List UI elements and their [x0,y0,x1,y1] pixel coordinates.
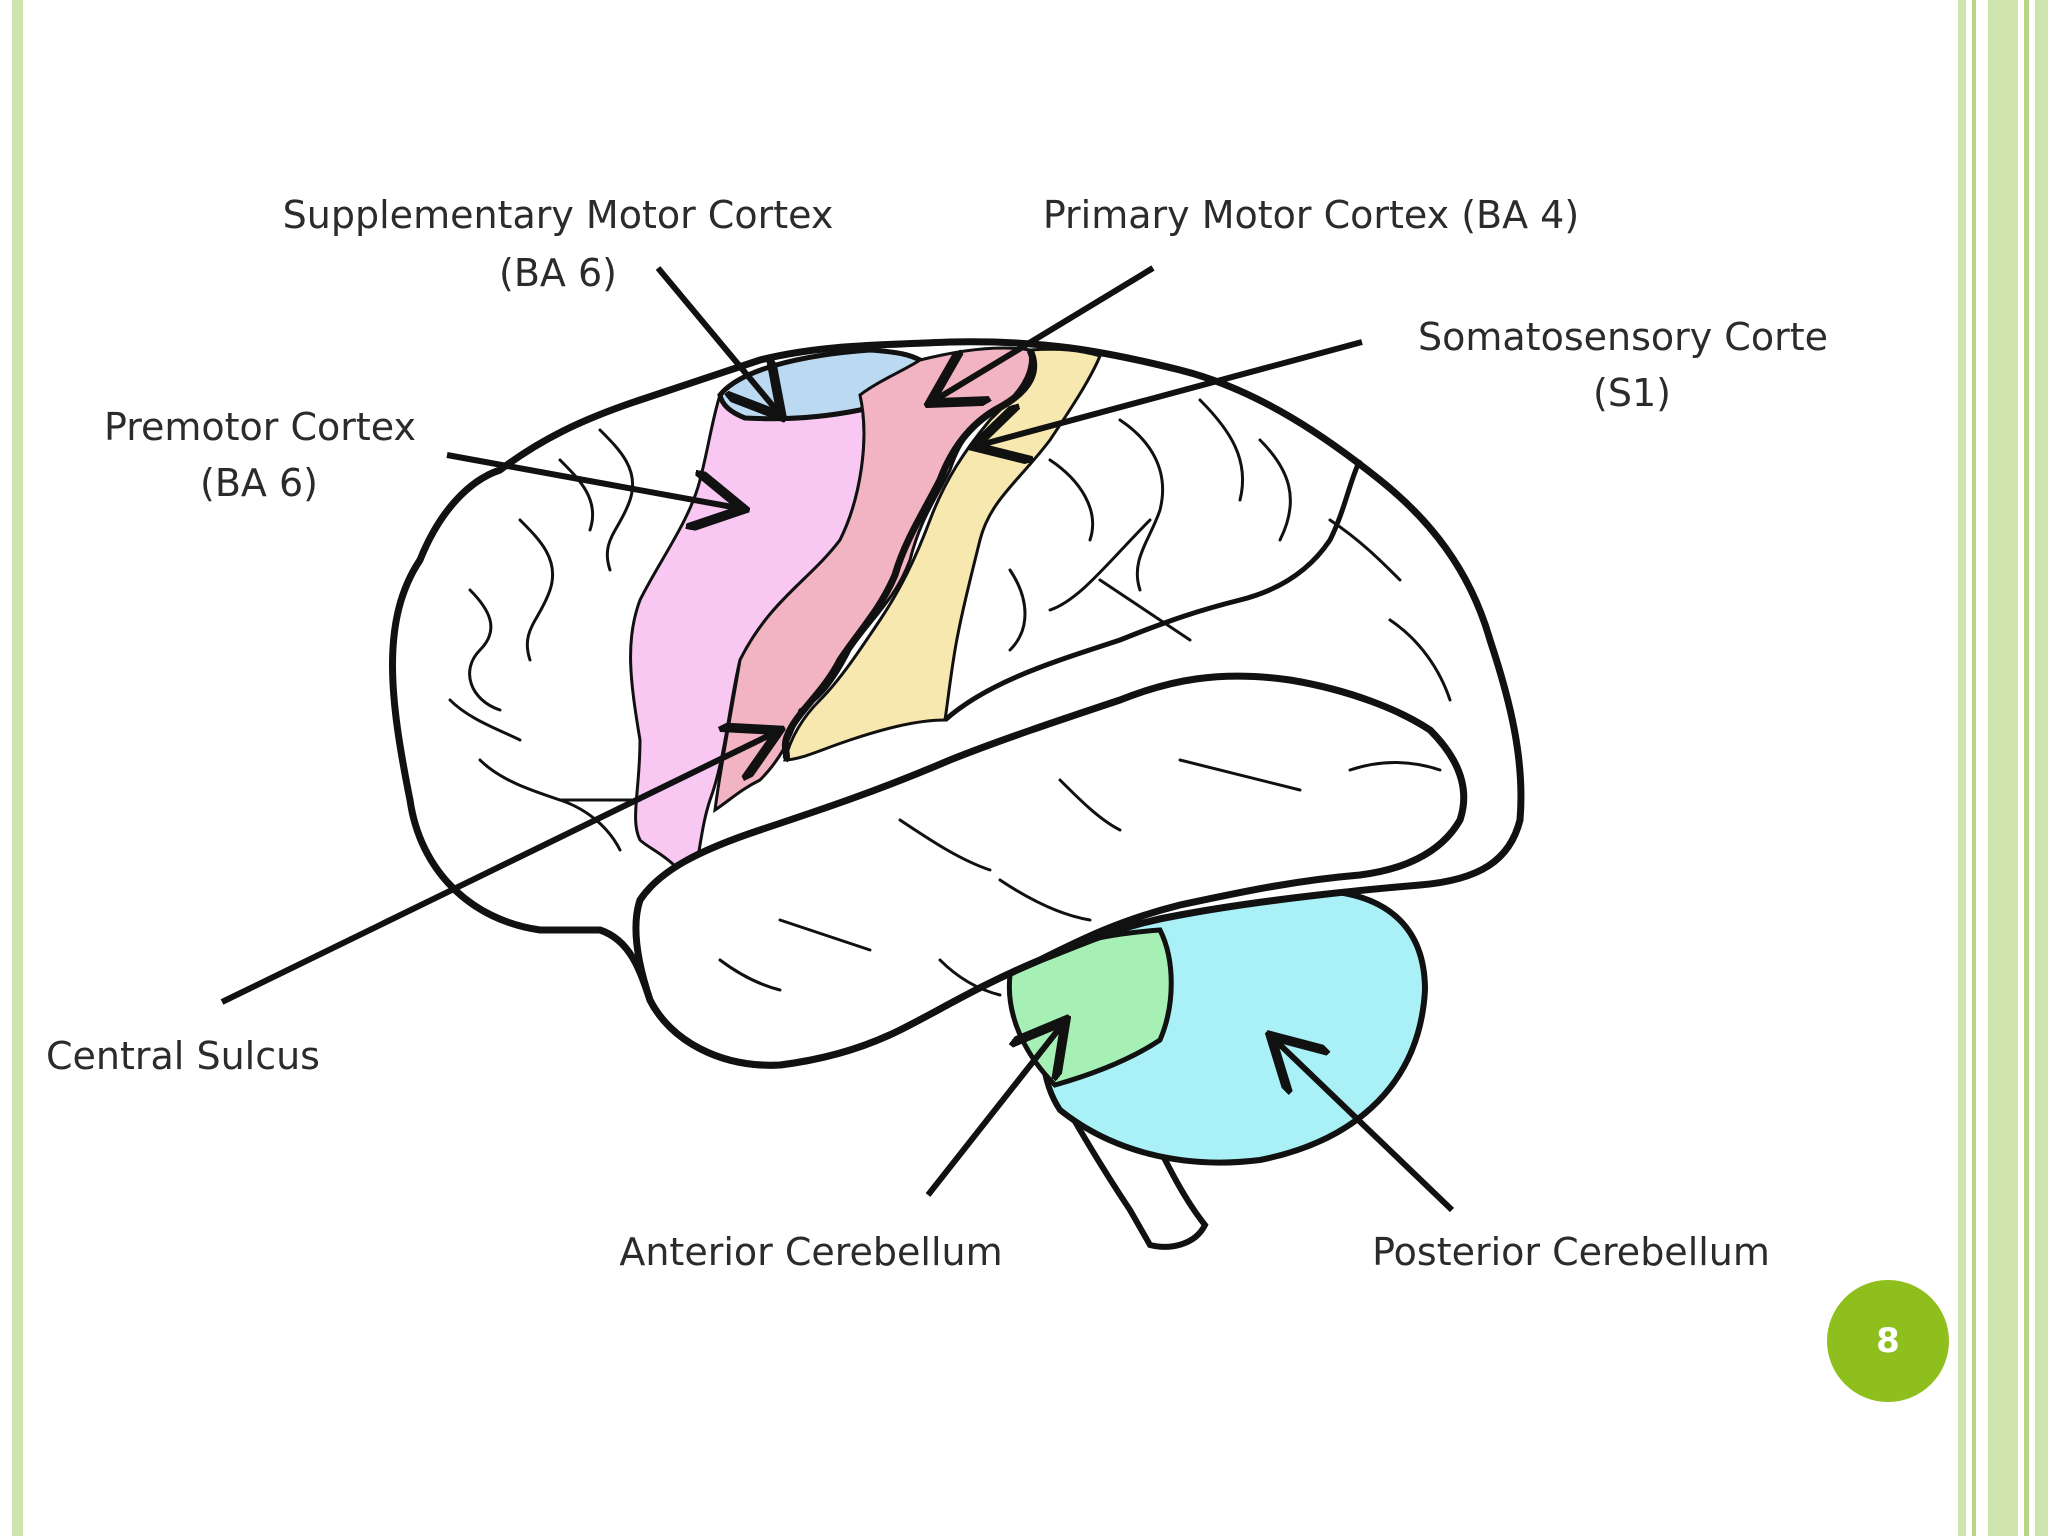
annotation-arrows [220,265,1455,1213]
arrow-central-sulcus [220,733,774,1005]
right-frame-bar [2024,0,2029,1536]
sulci-details [448,398,1452,997]
label-premotor-line1: Premotor Cortex [103,405,417,449]
label-primary-motor: Primary Motor Cortex (BA 4) [1042,193,1580,237]
arrow-premotor [446,452,738,508]
label-supplementary-motor-line1: Supplementary Motor Cortex [282,193,834,237]
label-supplementary-motor-line2: (BA 6) [499,251,617,295]
label-anterior-cerebellum: Anterior Cerebellum [619,1230,1003,1274]
right-frame-bar [2035,0,2048,1536]
right-frame-bar [1958,0,1966,1536]
arrow-primary-motor [935,265,1155,400]
label-somatosensory-line2: (S1) [1593,371,1671,415]
arrow-somatosensory [980,339,1363,445]
arrow-anterior-cerebellum [925,1025,1062,1197]
right-frame-bar [1988,0,2018,1536]
arrow-supplementary-motor [655,266,778,412]
label-premotor-line2: (BA 6) [200,461,318,505]
page-number-badge: 8 [1827,1280,1949,1402]
arrow-posterior-cerebellum [1275,1040,1455,1213]
right-frame-bar [1972,0,1976,1536]
label-somatosensory-line1: Somatosensory Corte [1417,315,1829,359]
label-posterior-cerebellum: Posterior Cerebellum [1372,1230,1770,1274]
label-central-sulcus: Central Sulcus [46,1034,320,1078]
left-frame-bar [12,0,23,1536]
temporal-lobe [632,672,1468,1069]
